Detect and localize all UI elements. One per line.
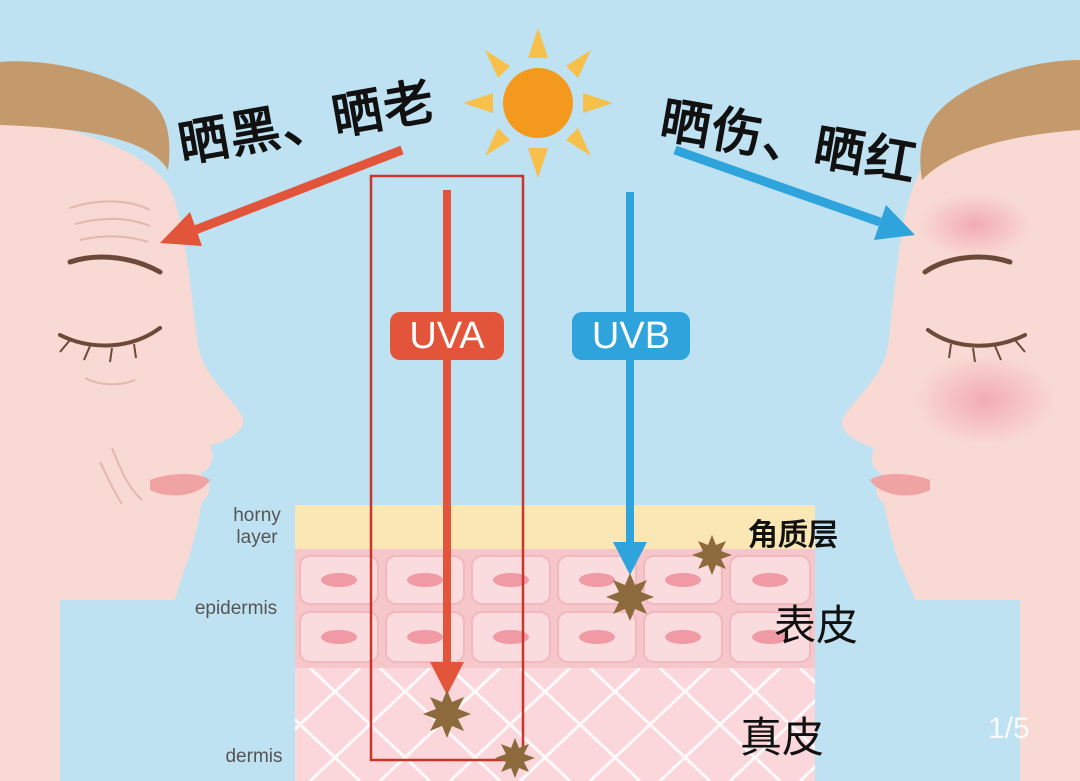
dermis-damage-burst [495,738,535,778]
damage-bursts [423,535,732,778]
cell-nuclei [321,573,788,644]
dermis-cn-label: 真皮 [740,713,825,762]
dermis-en-label: dermis [225,746,283,767]
epidermis-band [295,549,815,668]
uvb-penetration-arrow [613,192,647,575]
cheek-redness [915,355,1055,445]
uvb-damage-burst [606,573,654,621]
uva-penetration-arrow [430,190,464,695]
horny-layer-band [295,505,815,549]
page-indicator: 1/5 [988,712,1030,745]
uva-damage-burst [423,690,471,738]
forehead-redness [920,193,1030,257]
dermis-band [295,668,815,781]
horny-layer-cn-label: 角质层 [748,518,838,553]
uvb-effect-arrow [673,145,915,240]
left-hair [0,61,170,170]
horny-damage-burst [692,535,732,575]
horny-layer-en-label: horny layer [233,505,281,548]
sun-icon [463,28,613,178]
uva-highlight-box [369,174,525,762]
uva-badge: UVA [390,312,504,360]
uva-effect-arrow [160,145,404,246]
uvb-badge: UVB [572,312,690,360]
epidermis-en-label: epidermis [194,598,278,619]
left-face [0,61,244,781]
epidermis-cn-label: 表皮 [774,601,859,650]
right-face [841,60,1080,781]
right-hair [920,60,1080,180]
